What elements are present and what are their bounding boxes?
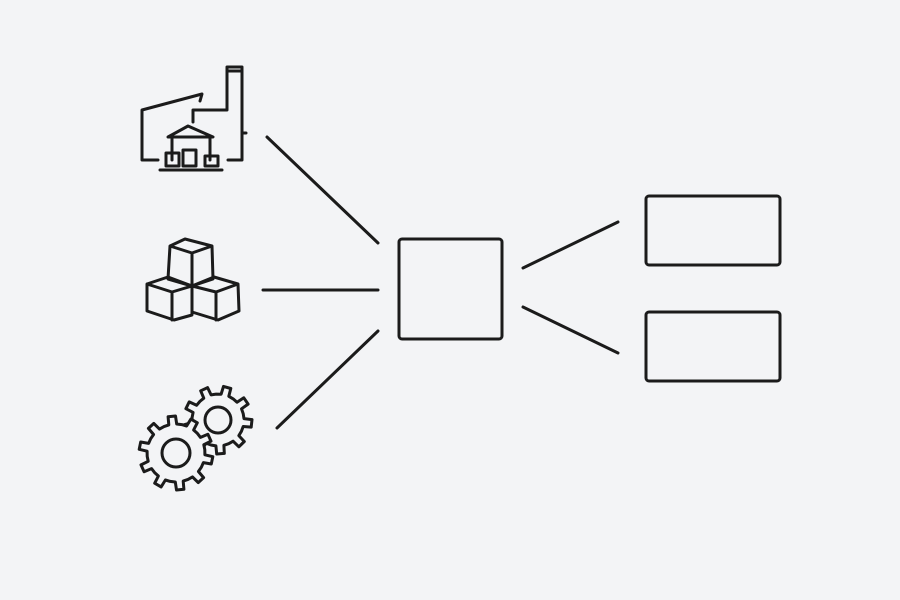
connector-gears-hub <box>275 329 380 430</box>
output-box-2 <box>644 310 782 383</box>
connector-hub-output-1 <box>521 220 620 270</box>
connector-lines <box>261 135 620 430</box>
cubes-icon <box>145 237 241 322</box>
output-box-1 <box>644 194 782 267</box>
factory-icon <box>140 65 248 172</box>
hub-box <box>397 237 504 341</box>
gears-icon <box>137 384 254 492</box>
connector-factory-hub <box>265 135 380 245</box>
connector-hub-output-2 <box>521 305 620 355</box>
